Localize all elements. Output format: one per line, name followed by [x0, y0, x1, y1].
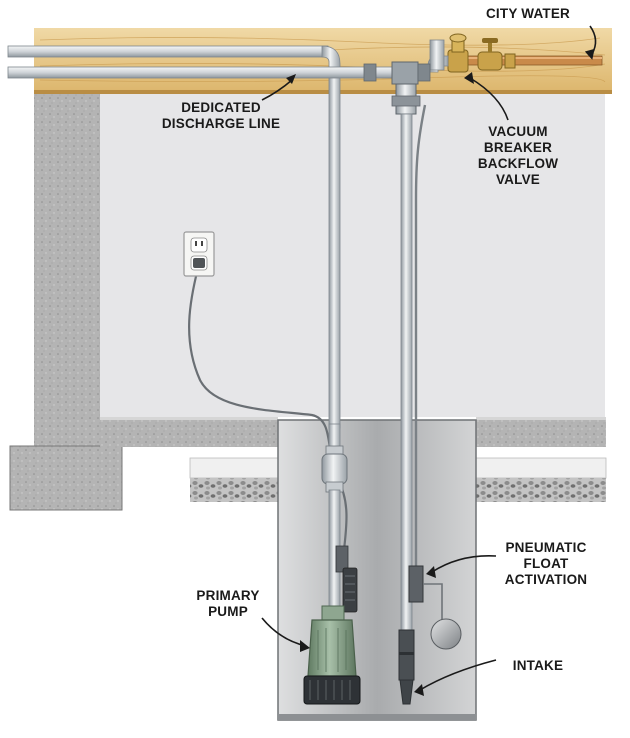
floor-slab-left	[100, 417, 278, 447]
arrow-vacuum	[469, 77, 509, 121]
label-pneumatic-float-activation: PNEUMATIC FLOAT ACTIVATION	[494, 540, 598, 588]
label-primary-2: PUMP	[208, 604, 248, 619]
label-vacuum-4: VALVE	[495, 172, 540, 187]
label-vacuum-breaker-backflow-valve: VACUUM BREAKER BACKFLOW VALVE	[470, 124, 566, 188]
label-pneumatic-2: FLOAT	[523, 556, 569, 571]
discharge-pipe-vertical	[328, 67, 341, 429]
discharge-pipe-upper	[7, 45, 329, 58]
label-pneumatic-3: ACTIVATION	[504, 572, 588, 587]
arrow-intake	[419, 659, 497, 691]
power-cord	[188, 267, 348, 561]
label-primary-1: PRIMARY	[196, 588, 260, 603]
label-discharge-line-2: DISCHARGE LINE	[161, 116, 281, 131]
arrow-discharge	[261, 79, 293, 101]
label-vacuum-1: VACUUM	[488, 124, 548, 139]
pipe-tee	[391, 61, 419, 85]
gravel-right	[476, 478, 606, 502]
label-city-water: CITY WATER	[485, 6, 570, 21]
arrow-heads	[286, 48, 595, 696]
label-pneumatic-1: PNEUMATIC	[505, 540, 587, 555]
arrow-pneumatic	[431, 555, 497, 573]
pneumatic-tube	[414, 104, 427, 570]
check-valve	[321, 445, 348, 493]
footing	[9, 445, 123, 511]
primary-pump	[303, 605, 361, 705]
foundation-wall	[34, 94, 100, 446]
pump-float-switch	[335, 545, 358, 613]
electrical-outlet	[183, 231, 215, 277]
backup-pump-pipe	[400, 113, 413, 635]
label-primary-pump: PRIMARY PUMP	[182, 588, 274, 620]
float-ball	[430, 618, 462, 650]
floor-slab-right	[476, 417, 606, 447]
float-activator	[408, 565, 462, 650]
label-dedicated-discharge-line: DEDICATED DISCHARGE LINE	[155, 100, 287, 132]
label-intake: INTAKE	[512, 658, 564, 673]
label-discharge-line-1: DEDICATED	[181, 100, 261, 115]
label-vacuum-2: BREAKER	[483, 140, 553, 155]
label-vacuum-3: BACKFLOW	[477, 156, 559, 171]
vacuum-breaker-valve	[447, 33, 516, 73]
gravel-left	[190, 478, 278, 502]
intake-nozzle	[398, 629, 415, 705]
